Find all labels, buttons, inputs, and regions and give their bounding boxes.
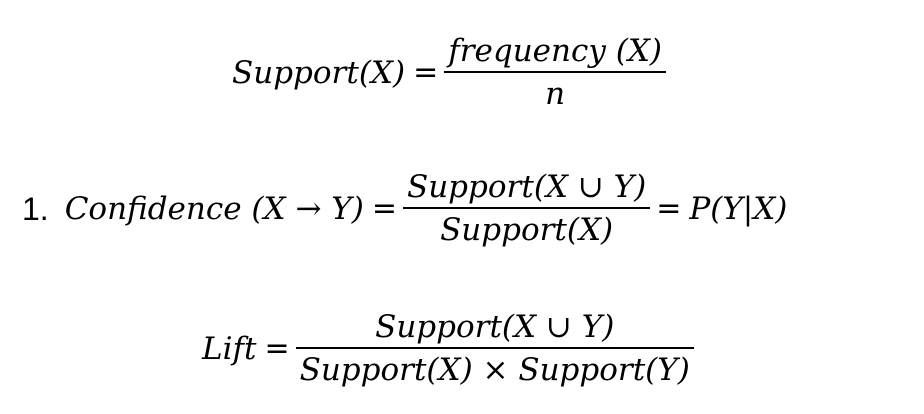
lift-equals: = bbox=[264, 331, 290, 366]
fraction-bar bbox=[295, 347, 694, 349]
fraction-bar bbox=[444, 71, 666, 73]
confidence-formula: 1. Confidence (X → Y) = Support(X ∪ Y) S… bbox=[22, 172, 787, 246]
confidence-rhs: P(Y|X) bbox=[689, 190, 788, 227]
confidence-numerator: Support(X ∪ Y) bbox=[406, 169, 647, 205]
list-number: 1. bbox=[22, 190, 49, 227]
lift-numerator: Support(X ∪ Y) bbox=[375, 309, 615, 345]
confidence-equals: = bbox=[371, 191, 397, 226]
support-denominator: n bbox=[545, 76, 566, 112]
confidence-fraction: Support(X ∪ Y) Support(X) bbox=[402, 169, 651, 248]
support-equals: = bbox=[413, 55, 439, 90]
lift-lhs: Lift bbox=[202, 330, 257, 367]
lift-fraction: Support(X ∪ Y) Support(X) × Support(Y) bbox=[295, 309, 694, 388]
support-numerator: frequency (X) bbox=[448, 33, 662, 69]
support-fraction: frequency (X) n bbox=[444, 36, 666, 110]
support-formula: Support(X) = frequency (X) n bbox=[232, 36, 672, 110]
support-lhs: Support(X) bbox=[232, 54, 406, 91]
confidence-lhs: Confidence (X → Y) bbox=[64, 190, 364, 227]
confidence-equals-2: = bbox=[656, 191, 682, 226]
lift-denominator: Support(X) × Support(Y) bbox=[299, 352, 690, 388]
lift-formula: Lift = Support(X ∪ Y) Support(X) × Suppo… bbox=[202, 312, 700, 386]
confidence-denominator: Support(X) bbox=[440, 212, 614, 248]
fraction-bar bbox=[402, 207, 651, 209]
